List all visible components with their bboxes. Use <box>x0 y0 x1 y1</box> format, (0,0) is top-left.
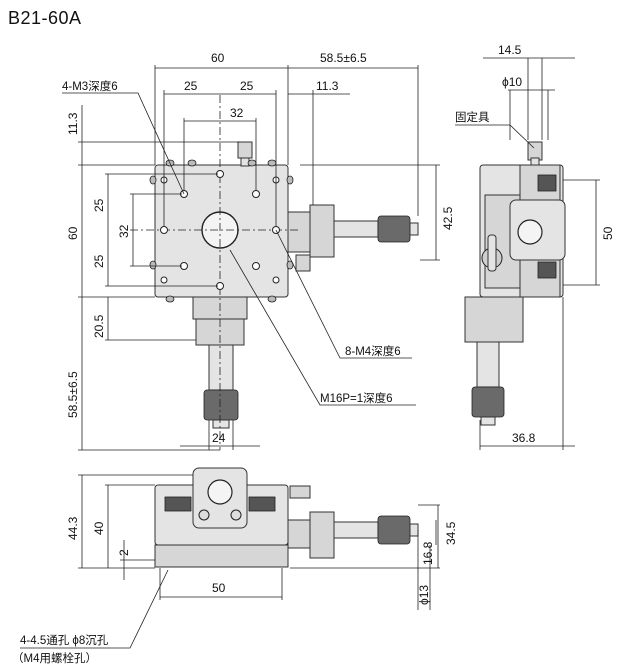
dim-offset-11-3-top: 11.3 <box>66 112 80 135</box>
top-micrometer-knurl <box>377 215 411 243</box>
top-view <box>62 65 440 451</box>
dim-left-32: 32 <box>117 224 131 238</box>
top-lock-screw <box>295 254 311 272</box>
note-labels: 4-M3深度6 固定具 8-M4深度6 M16P=1深度6 4-4.5通孔 ϕ8… <box>12 79 490 665</box>
dim-width-24: 24 <box>212 431 226 445</box>
side-view <box>455 57 600 450</box>
front-side-screw <box>289 485 311 499</box>
dim-pitch-25-left: 25 <box>184 79 198 93</box>
top-edge-screws <box>149 159 294 303</box>
dim-top-width: 60 <box>211 51 225 65</box>
dim-left-25-top: 25 <box>92 198 106 212</box>
label-m16-hole: M16P=1深度6 <box>320 391 393 405</box>
dim-front-16-8: 16.8 <box>421 541 435 565</box>
dim-side-50: 50 <box>601 226 615 240</box>
front-screw-right <box>230 509 242 521</box>
top-micrometer-bracket <box>287 211 311 253</box>
dim-front-50: 50 <box>212 581 226 595</box>
dim-front-34-5: 34.5 <box>444 521 458 545</box>
side-center-hole <box>517 219 543 245</box>
label-through-holes: 4-4.5通孔 ϕ8沉孔 <box>20 634 109 647</box>
dim-side-36-8: 36.8 <box>512 431 536 445</box>
front-micrometer-tip <box>409 523 419 537</box>
label-bolt-note: （M4用螺栓孔） <box>12 651 97 665</box>
dim-height-60: 60 <box>66 226 80 240</box>
top-micrometer-mount <box>309 204 335 258</box>
dim-front-44-3: 44.3 <box>66 516 80 540</box>
top-micrometer-barrel <box>333 220 379 238</box>
side-lower-tip <box>480 416 496 426</box>
dimension-labels: 60 58.5±6.5 25 25 32 11.3 11.3 60 25 32 … <box>66 43 615 605</box>
front-view <box>20 467 440 649</box>
front-micrometer-knurl <box>377 515 411 545</box>
front-micrometer-barrel <box>333 521 379 539</box>
dim-left-25-bottom: 25 <box>92 254 106 268</box>
top-bottom-barrel <box>208 344 234 391</box>
side-lower-knurl <box>471 386 505 418</box>
front-screw-left <box>198 509 210 521</box>
side-gear-blocks <box>537 174 557 279</box>
label-fixture: 固定具 <box>455 110 490 124</box>
dim-travel: 58.5±6.5 <box>320 51 367 65</box>
label-m3-holes: 4-M3深度6 <box>62 79 118 93</box>
dim-pitch-32: 32 <box>230 106 244 120</box>
top-fixture-screw <box>237 141 253 159</box>
side-knob-bar <box>487 234 497 272</box>
top-micrometer-tip <box>409 222 419 236</box>
dim-front-40: 40 <box>92 521 106 535</box>
front-micrometer-bracket <box>287 519 311 549</box>
top-bottom-knurl <box>203 389 239 421</box>
dim-depth-20-5: 20.5 <box>92 314 106 338</box>
top-bottom-tip <box>212 419 230 429</box>
dim-side-14-5: 14.5 <box>498 43 522 57</box>
dim-right-42-5: 42.5 <box>441 206 455 230</box>
front-micrometer-mount <box>309 511 335 559</box>
front-center-hole <box>207 479 233 505</box>
dim-front-phi13: ϕ13 <box>417 585 431 605</box>
front-gear-blocks <box>164 496 276 512</box>
label-m4-holes: 8-M4深度6 <box>345 344 401 358</box>
side-lower-arm <box>464 296 524 343</box>
top-m4-holes <box>160 170 280 290</box>
dim-side-phi10: ϕ10 <box>502 75 522 89</box>
side-lower-barrel <box>476 341 500 388</box>
dim-pitch-25-right: 25 <box>240 79 254 93</box>
dim-offset-11-3: 11.3 <box>316 79 339 93</box>
dim-front-2: 2 <box>117 549 131 556</box>
dim-travel-vertical: 58.5±6.5 <box>66 371 80 418</box>
front-base <box>154 544 289 568</box>
drawing-title: B21-60A <box>8 8 82 28</box>
